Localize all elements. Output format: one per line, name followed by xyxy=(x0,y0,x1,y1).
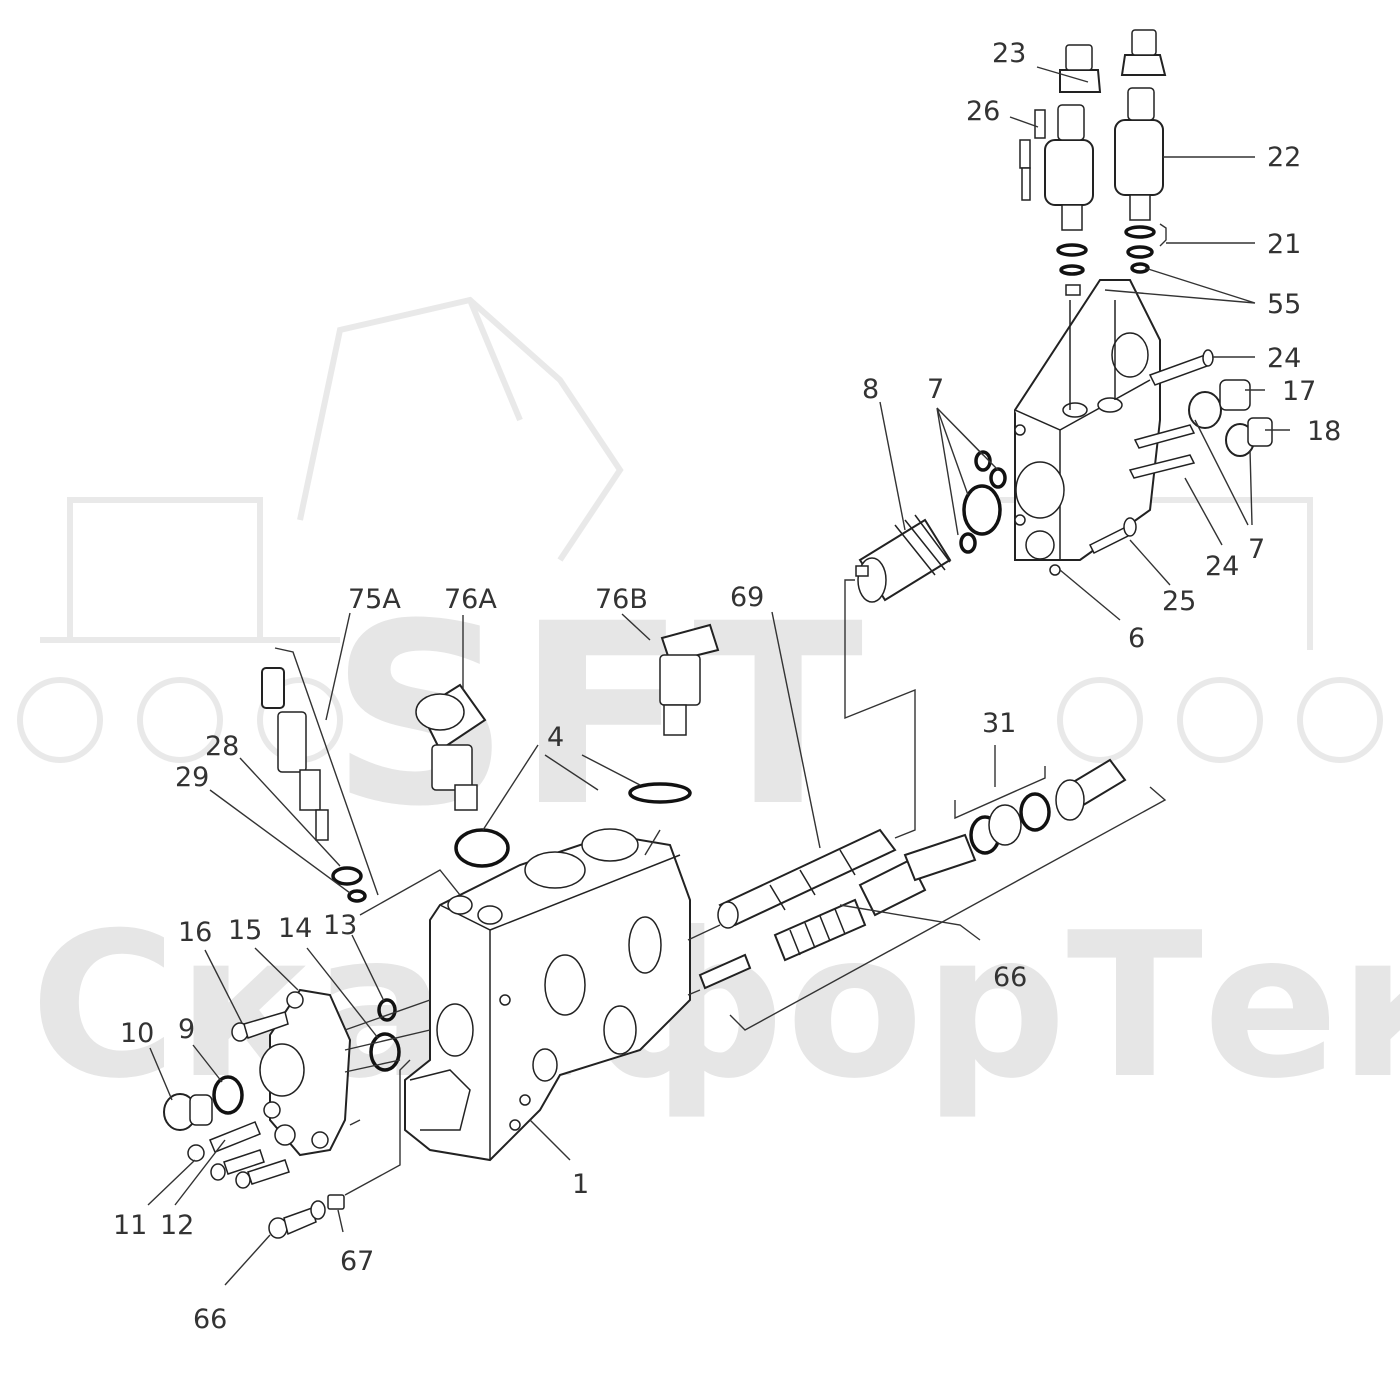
callout-25: 25 xyxy=(1162,586,1196,617)
spool-69 xyxy=(717,828,897,929)
end-cover-15 xyxy=(259,988,352,1157)
callout-76b: 76B xyxy=(595,584,648,615)
o-ring-14 xyxy=(369,1032,401,1072)
callout-31: 31 xyxy=(982,708,1016,739)
callout-9: 9 xyxy=(178,1014,195,1045)
fittings-11-12 xyxy=(187,1101,290,1189)
relief-valve-75a xyxy=(261,667,329,841)
callout-66-springs: 66 xyxy=(993,962,1027,993)
callout-21: 21 xyxy=(1267,229,1301,260)
plug-10-and-seal-9 xyxy=(163,1075,244,1131)
callout-1: 1 xyxy=(572,1169,589,1200)
spring-set-66 xyxy=(698,833,977,990)
callout-11: 11 xyxy=(113,1210,147,1241)
o-ring-4-left xyxy=(454,828,510,868)
o-rings-28-29 xyxy=(331,866,367,903)
callout-75a: 75A xyxy=(348,584,401,615)
solenoid-coil-left xyxy=(1044,104,1094,296)
bolts-24-25 xyxy=(1088,349,1214,555)
callout-12: 12 xyxy=(160,1210,194,1241)
callout-24-top: 24 xyxy=(1267,343,1301,374)
valve-body xyxy=(404,828,691,1162)
callout-16: 16 xyxy=(178,917,212,948)
callout-76a: 76A xyxy=(444,584,497,615)
watermark-machinery-outline xyxy=(17,296,1383,763)
o-ring-13 xyxy=(377,998,397,1022)
callout-10: 10 xyxy=(120,1018,154,1049)
seal-rings-7 xyxy=(959,450,1007,554)
callout-66-bolt: 66 xyxy=(193,1304,227,1335)
callout-26: 26 xyxy=(966,96,1000,127)
callout-17: 17 xyxy=(1282,376,1316,407)
screw-26 xyxy=(1019,109,1046,201)
callout-29: 29 xyxy=(175,762,209,793)
callout-14: 14 xyxy=(278,913,312,944)
connector-left xyxy=(1059,44,1102,93)
plug-76b xyxy=(659,623,720,736)
callout-7-left: 7 xyxy=(927,374,944,405)
leader-lines xyxy=(147,66,1290,1286)
callout-24-bottom: 24 xyxy=(1205,551,1239,582)
callout-18: 18 xyxy=(1307,416,1341,447)
callout-labels: 23 26 22 21 55 24 17 18 8 7 7 24 25 6 75… xyxy=(113,38,1341,1335)
callout-28: 28 xyxy=(205,731,239,762)
spring-assembly-8 xyxy=(855,514,952,603)
callout-23: 23 xyxy=(992,38,1026,69)
solenoid-housing xyxy=(1014,279,1161,576)
callout-22: 22 xyxy=(1267,142,1301,173)
bolt-66-and-plug-67 xyxy=(268,1194,345,1239)
callout-8: 8 xyxy=(862,374,879,405)
plug-76a xyxy=(415,683,487,811)
o-ring-4-right xyxy=(628,782,692,804)
callout-4: 4 xyxy=(547,722,564,753)
callout-69: 69 xyxy=(730,582,764,613)
connector-right xyxy=(1120,29,1167,76)
watermark-brand: СкайфорТек xyxy=(30,890,1400,1123)
plugs-17-18 xyxy=(1188,379,1273,457)
callout-6: 6 xyxy=(1128,623,1145,654)
solenoid-coil-right xyxy=(1114,87,1164,274)
callout-15: 15 xyxy=(228,915,262,946)
callout-13: 13 xyxy=(323,910,357,941)
callout-55: 55 xyxy=(1267,289,1301,320)
callout-67: 67 xyxy=(340,1246,374,1277)
spool-parts-31 xyxy=(969,758,1127,855)
screw-16 xyxy=(231,1011,289,1042)
callout-7-right: 7 xyxy=(1248,534,1265,565)
